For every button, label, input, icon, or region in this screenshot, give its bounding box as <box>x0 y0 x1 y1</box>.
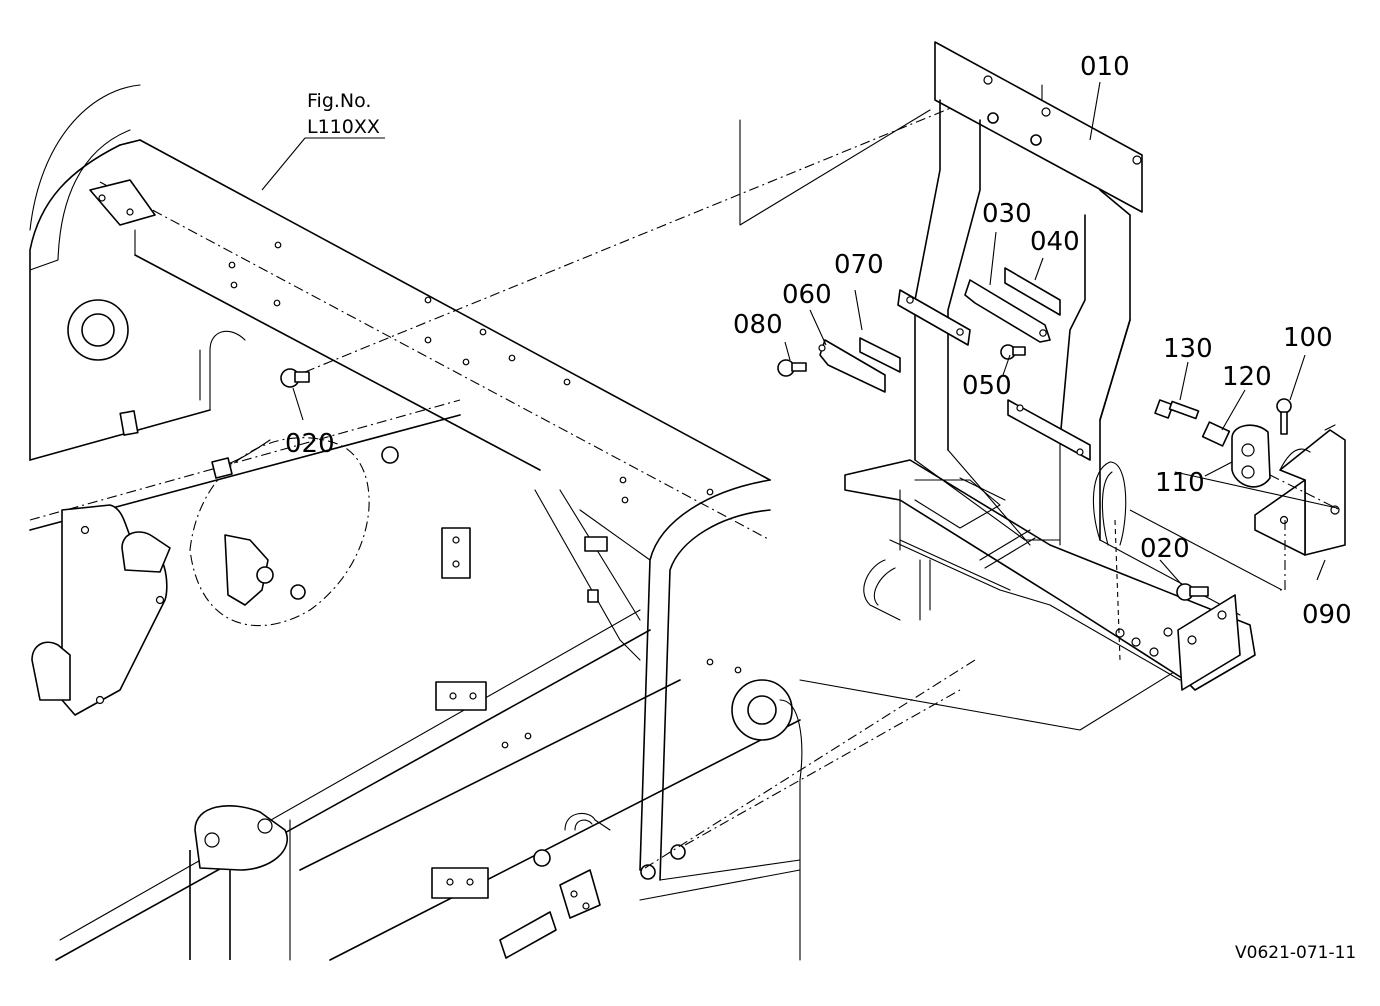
callout-060: 060 <box>782 280 832 310</box>
strap-060 <box>818 289 971 393</box>
assembly-lines <box>304 91 991 869</box>
callout-120: 120 <box>1222 362 1272 392</box>
fig-no-value: L110XX <box>307 116 380 138</box>
fig-reference: Fig.No. L110XX <box>261 90 385 191</box>
callout-090: 090 <box>1302 600 1352 630</box>
loader-frame <box>29 84 803 961</box>
callout-040: 040 <box>1030 227 1080 257</box>
callout-020-bracket: 020 <box>1140 534 1190 564</box>
callout-110: 110 <box>1155 468 1205 498</box>
strap-plate-lower <box>1007 399 1091 461</box>
leader-lines <box>292 81 1341 591</box>
callout-070: 070 <box>834 250 884 280</box>
callout-100: 100 <box>1283 323 1333 353</box>
label-040 <box>1004 267 1061 316</box>
battery-bracket-010 <box>844 41 1256 691</box>
callout-010: 010 <box>1080 52 1130 82</box>
callout-020-frame: 020 <box>285 429 335 459</box>
callout-050: 050 <box>962 371 1012 401</box>
callout-130: 130 <box>1163 334 1213 364</box>
bracket-090 <box>1254 424 1346 556</box>
strap-030 <box>964 267 1061 343</box>
fig-no-label: Fig.No. <box>307 90 371 112</box>
label-070 <box>859 337 901 373</box>
break-line <box>739 109 931 226</box>
drawing-code: V0621-071-11 <box>1235 943 1356 963</box>
frame-hardware <box>280 368 686 880</box>
detail-ellipse <box>189 437 399 627</box>
bolts <box>777 344 1292 601</box>
callout-080: 080 <box>733 310 783 340</box>
callout-labels: 010 020 020 030 040 050 060 070 080 090 … <box>285 52 1352 630</box>
callout-030: 030 <box>982 199 1032 229</box>
